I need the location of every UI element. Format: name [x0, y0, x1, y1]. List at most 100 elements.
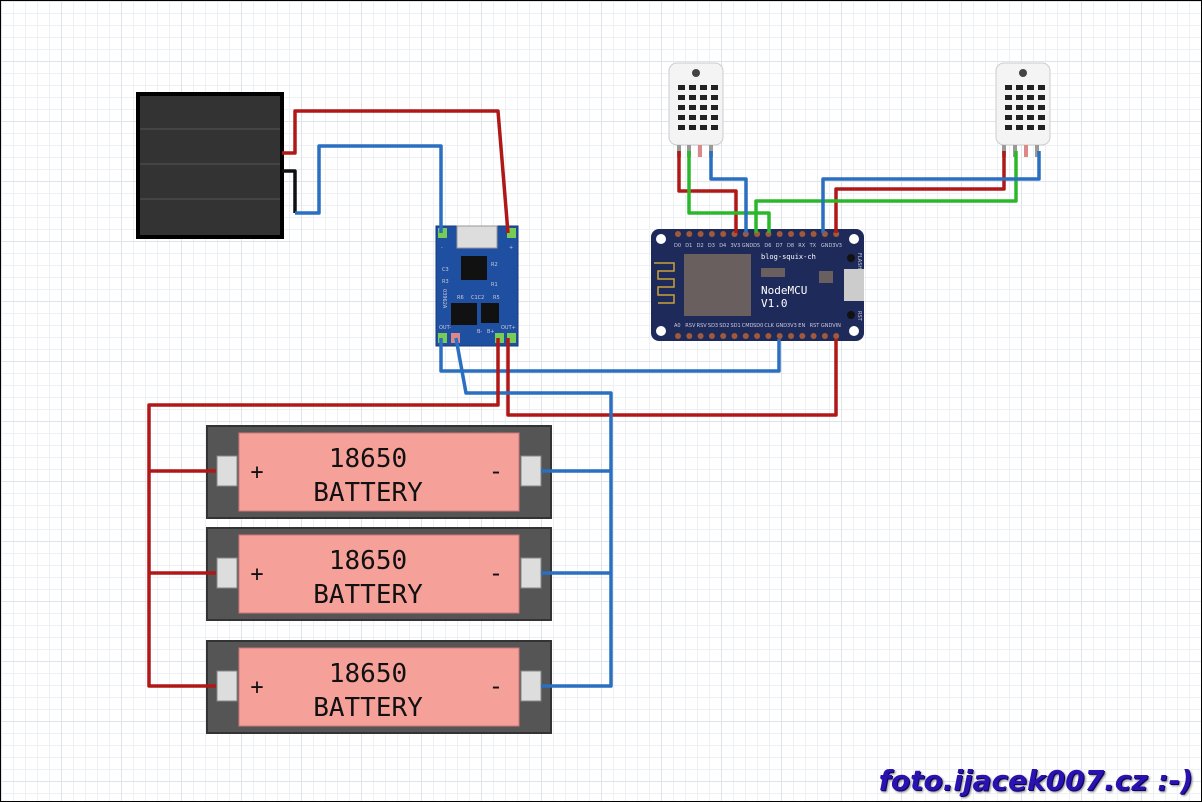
wire-dht-right-gnd[interactable]: [821, 151, 1041, 233]
pin-header[interactable]: [788, 333, 794, 339]
wire-out-plus-vin[interactable]: [506, 338, 838, 417]
wire-dht-right-data[interactable]: [754, 151, 1018, 233]
tp4056-charger-module[interactable]: - + C3 R3 R2 R1 R6 C1C2 R5 03962A OUT- O…: [435, 225, 519, 347]
top-pin-label: TX: [809, 243, 817, 249]
charger-label-r1: R1: [491, 282, 498, 288]
pin-header[interactable]: [697, 231, 704, 237]
wire-dht-left-gnd[interactable]: [709, 151, 748, 233]
sensor-vent-hole: [1016, 85, 1023, 90]
dht-sensor-left[interactable]: [668, 62, 724, 157]
charger-label-chip: 03962A: [441, 289, 447, 309]
top-pin-label: D1: [685, 243, 692, 249]
sensor-vent-hole: [1016, 105, 1023, 110]
pin-header[interactable]: [686, 231, 693, 237]
sensor-vent-hole: [1027, 85, 1034, 90]
pin-header[interactable]: [799, 231, 806, 237]
sensor-vent-hole: [1038, 115, 1045, 120]
wire-dht-right-vcc[interactable]: [834, 151, 1006, 233]
battery-type-label: 18650: [329, 444, 407, 474]
battery-text-label: BATTERY: [313, 580, 423, 610]
pin-header[interactable]: [720, 231, 727, 237]
top-pin-label: D0: [674, 243, 681, 249]
pin-header[interactable]: [810, 231, 817, 237]
battery-minus-label: -: [489, 672, 503, 700]
pin-header[interactable]: [742, 333, 749, 339]
pin-header[interactable]: [799, 333, 806, 339]
sensor-vent-hole: [700, 105, 707, 110]
pin-header[interactable]: [776, 231, 783, 237]
sensor-vent-hole: [689, 125, 696, 130]
bottom-pin-label: GND: [776, 323, 788, 329]
charger-label-r5: R5: [493, 295, 500, 301]
nodemcu-version: V1.0: [761, 297, 788, 310]
charger-label-plus: +: [509, 245, 513, 251]
sensor-vent-hole: [1005, 115, 1012, 120]
bottom-pin-label: SD3: [708, 323, 718, 329]
sensor-vent-hole: [1016, 125, 1023, 130]
sensor-vent-hole: [1038, 95, 1045, 100]
pin-header[interactable]: [776, 333, 783, 339]
charger-label-out-plus: OUT+: [501, 325, 516, 331]
wire-dht-left-data[interactable]: [687, 151, 771, 233]
pin-header[interactable]: [686, 333, 693, 339]
wire-out-minus-gnd[interactable]: [439, 338, 781, 373]
pin-header[interactable]: [675, 333, 681, 339]
bottom-pin-label: VIN: [832, 323, 841, 329]
sensor-vent-hole: [1016, 95, 1023, 100]
sensor-vent-hole: [1027, 95, 1034, 100]
sensor-vent-hole: [700, 85, 707, 90]
top-pin-label: D5: [753, 243, 760, 249]
sensor-vent-hole: [700, 125, 707, 130]
wire-battery-positive[interactable]: [147, 338, 500, 688]
charger-label-minus: -: [441, 245, 443, 251]
pin-header[interactable]: [708, 333, 715, 339]
nodemcu-name: NodeMCU: [761, 284, 807, 297]
sensor-vent-hole: [711, 125, 718, 130]
solar-panel[interactable]: [136, 92, 284, 239]
sensor-vent-hole: [1016, 115, 1023, 120]
wires: [147, 109, 1041, 688]
charger-label-c1c2: C1C2: [471, 295, 484, 301]
pin-header[interactable]: [754, 333, 761, 339]
battery-plus-label: +: [250, 460, 263, 485]
top-pin-label: 3V3: [731, 243, 741, 249]
pin-header[interactable]: [821, 333, 828, 339]
bottom-pin-label: GND: [821, 323, 833, 329]
wire-solar-to-charger-in[interactable]: [295, 144, 443, 233]
pin-header[interactable]: [810, 333, 817, 339]
top-pin-label: RX: [798, 243, 805, 249]
pin-header[interactable]: [697, 333, 704, 339]
bottom-pin-label: RSV: [685, 323, 696, 329]
bottom-pin-label: RSV: [697, 323, 708, 329]
battery-plus-label: +: [250, 675, 263, 700]
charger-label-c3: C3: [442, 267, 449, 273]
bottom-pin-label: SD0: [753, 323, 763, 329]
pin-header[interactable]: [720, 333, 727, 339]
wire-solar-positive[interactable]: [282, 109, 510, 234]
pin-header[interactable]: [731, 333, 738, 339]
battery-type-label: 18650: [329, 546, 407, 576]
sensor-vent-hole: [1038, 105, 1045, 110]
dht-sensor-right[interactable]: [995, 62, 1051, 157]
charger-label-out-minus: OUT-: [439, 325, 451, 331]
sensor-vent-hole: [689, 95, 696, 100]
pin-header[interactable]: [675, 231, 681, 237]
sensor-vent-hole: [1027, 115, 1034, 120]
pin-header[interactable]: [708, 231, 715, 237]
wire-battery-negative[interactable]: [454, 337, 613, 688]
top-pin-label: 3V3: [832, 243, 842, 249]
pin-header[interactable]: [788, 231, 794, 237]
sensor-vent-hole: [1005, 95, 1012, 100]
pin-header[interactable]: [833, 333, 840, 339]
rst-button-label: RST: [856, 311, 862, 322]
pin-header[interactable]: [765, 333, 772, 339]
sensor-vent-hole: [1005, 125, 1012, 130]
top-pin-label: D6: [764, 243, 771, 249]
wire-solar-negative[interactable]: [282, 169, 297, 213]
bottom-pin-label: SD1: [731, 323, 741, 329]
